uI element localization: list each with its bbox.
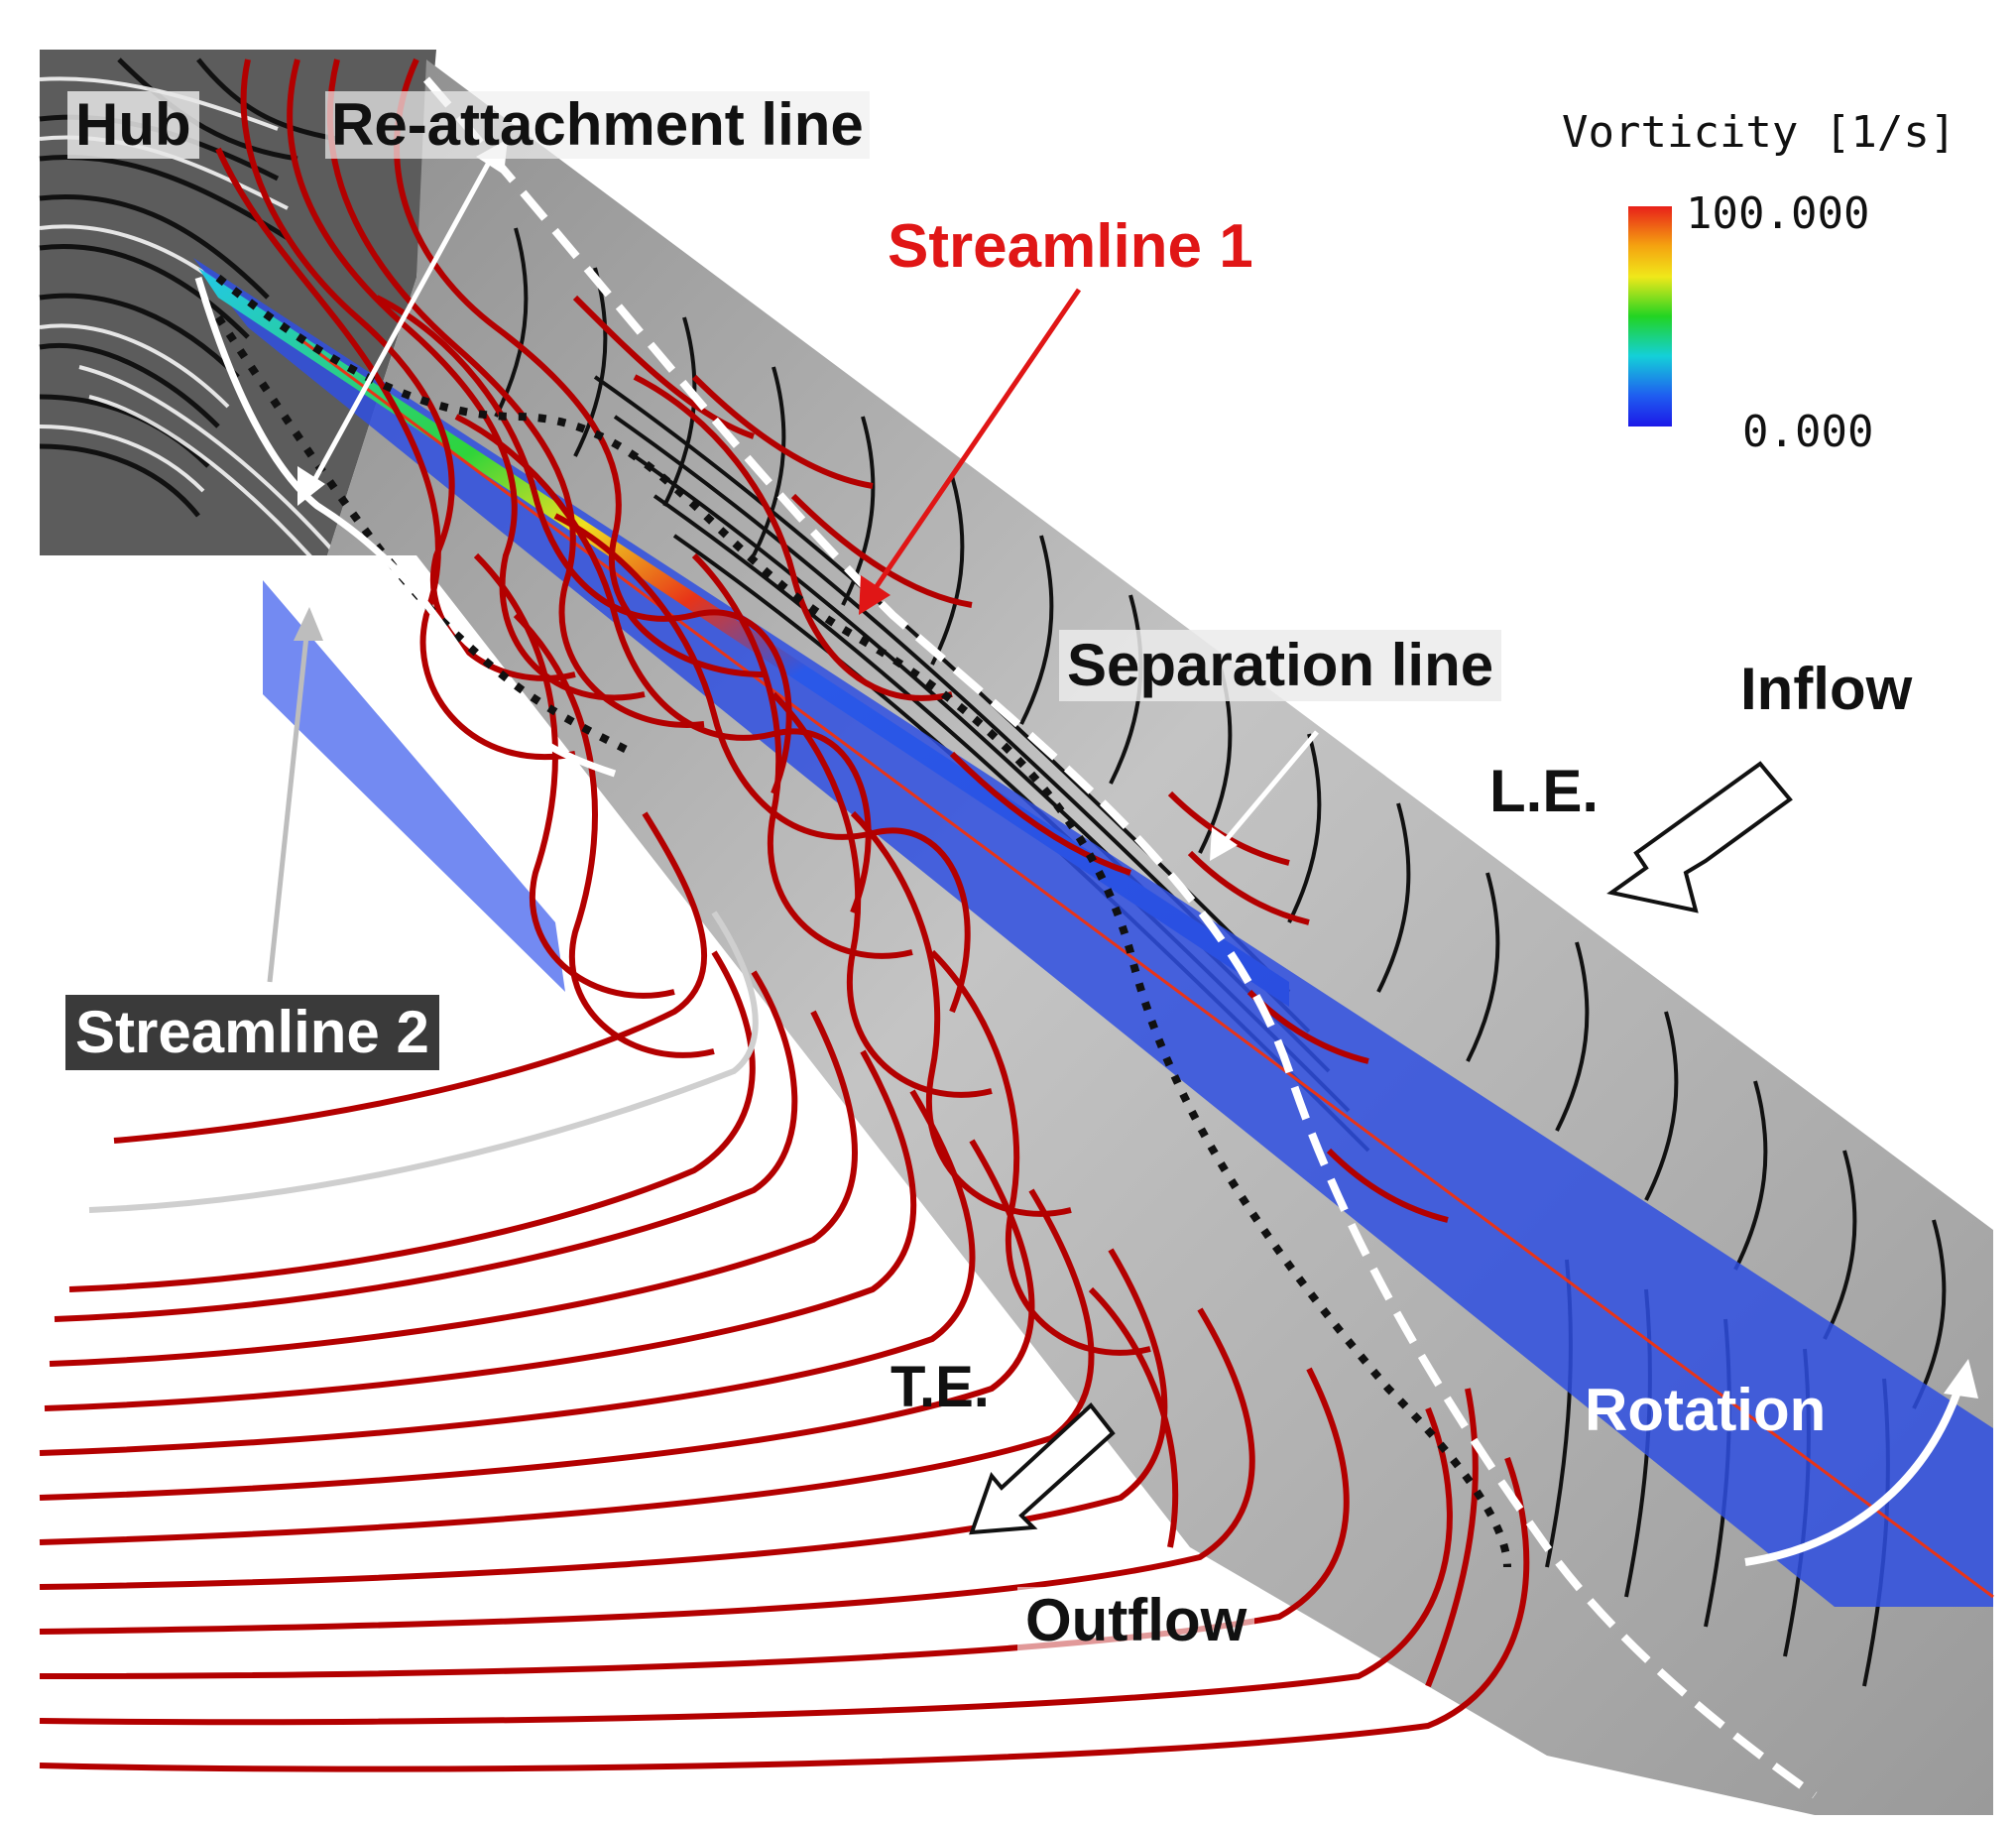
- reattachment-line-curve: [194, 276, 617, 778]
- streamline-2-pointer: [267, 626, 310, 983]
- outflow-arrow-icon: [969, 1402, 1116, 1535]
- inflow-arrow-icon: [1606, 761, 1793, 913]
- vorticity-plane: [193, 258, 1994, 1607]
- streamline-1-pointer: [868, 288, 1082, 597]
- rotation-label: Rotation: [1585, 1377, 1827, 1443]
- streamline-2: [88, 911, 759, 1213]
- reattachment-region-outline: [214, 274, 1511, 1568]
- streamline-1-label: Streamline 1: [888, 212, 1253, 281]
- reattachment-line-label: Re-attachment line: [325, 91, 870, 159]
- separation-line-curve: [422, 76, 1818, 1799]
- separation-line-label: Separation line: [1059, 630, 1502, 701]
- rotation-arrow-icon: [1744, 1359, 1978, 1566]
- colorbar-max-label: 100.000: [1686, 188, 1870, 239]
- colorbar-min-label: 0.000: [1742, 407, 1874, 457]
- separation-pointer: [1220, 730, 1319, 847]
- inflow-label: Inflow: [1740, 656, 1913, 722]
- reattachment-pointer: [309, 157, 494, 486]
- trailing-edge-label: T.E.: [890, 1355, 990, 1419]
- hub-label: Hub: [67, 91, 199, 159]
- leading-edge-label: L.E.: [1489, 758, 1600, 824]
- streamline-2-label: Streamline 2: [65, 995, 439, 1070]
- colorbar-title: Vorticity [1/s]: [1562, 107, 1957, 158]
- vorticity-colorbar: [1628, 206, 1672, 426]
- outflow-label: Outflow: [1017, 1587, 1255, 1654]
